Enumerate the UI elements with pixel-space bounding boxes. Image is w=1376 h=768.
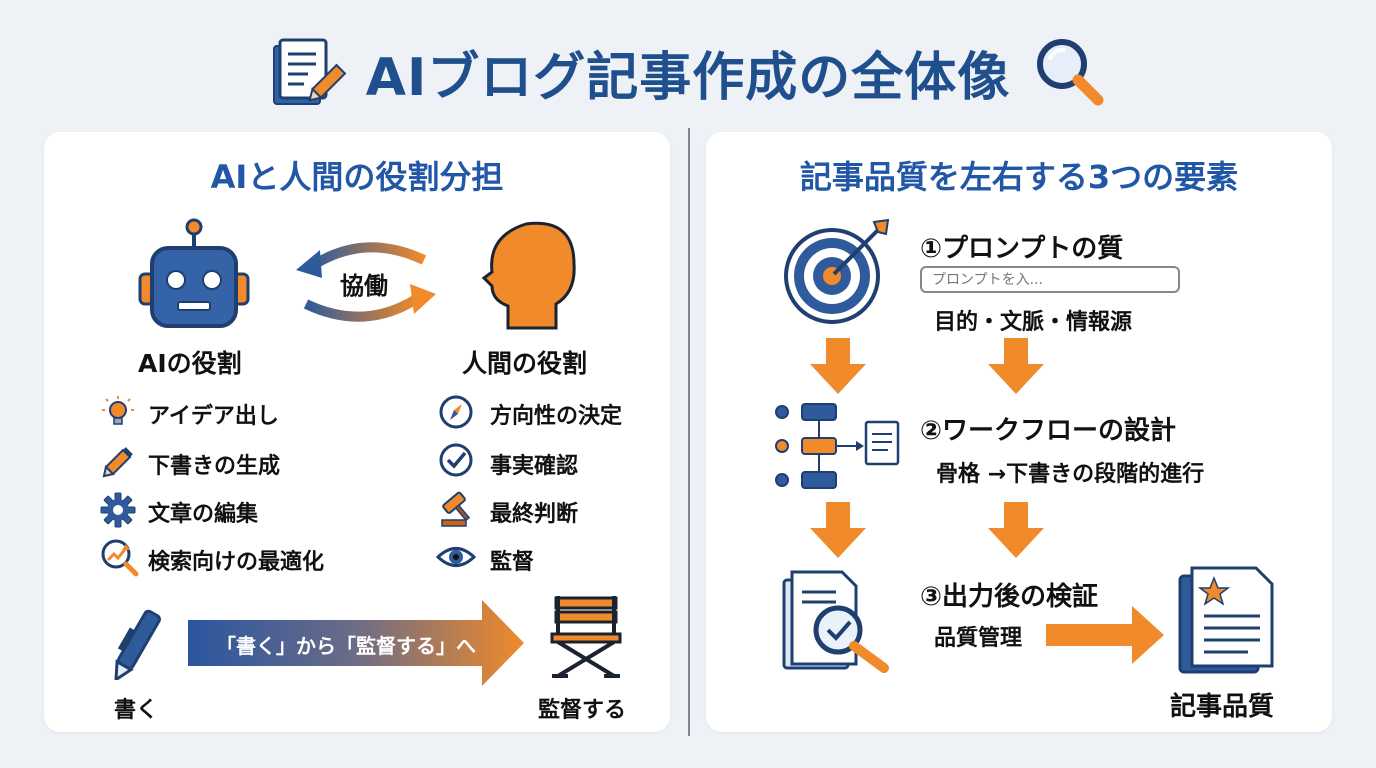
element-2-subtitle: 骨格 →下書きの段階的進行 [936, 462, 1205, 487]
pen-icon [114, 609, 161, 680]
element-1-title: ①プロンプトの質 [920, 234, 1124, 264]
element-2-title: ②ワークフローの設計 [920, 416, 1177, 446]
quality-document-icon [1178, 566, 1274, 674]
main-title: AIブログ記事作成の全体像 [0, 22, 1376, 122]
target-icon [784, 218, 890, 324]
compass-icon [439, 395, 473, 429]
element-1-subtitle: 目的・文脈・情報源 [934, 310, 1133, 335]
ai-role-title: AIの役割 [138, 349, 242, 378]
pencil-icon [102, 447, 133, 478]
down-arrow-icon [810, 338, 866, 394]
human-role-item: 方向性の決定 [490, 404, 623, 429]
eye-icon [436, 547, 476, 567]
down-arrow-icon [988, 502, 1044, 558]
panel-divider [688, 128, 690, 736]
page-title: AIブログ記事作成の全体像 [365, 47, 1011, 108]
right-panel-title: 記事品質を左右する3つの要素 [799, 158, 1239, 196]
document-inspection-icon [782, 570, 889, 673]
right-arrow-icon [1046, 606, 1164, 664]
gavel-icon [441, 491, 471, 527]
result-label: 記事品質 [1170, 692, 1275, 722]
human-role-item: 監督 [490, 550, 535, 575]
prompt-input[interactable] [920, 266, 1180, 293]
gear-icon [100, 492, 136, 528]
document-edit-icon [272, 38, 347, 105]
human-head-icon [481, 221, 576, 330]
shift-from-label: 書く [114, 698, 159, 723]
down-arrow-icon [988, 338, 1044, 394]
collaboration-arrows-icon [296, 242, 436, 322]
human-role-item: 最終判断 [490, 502, 579, 527]
down-arrow-icon [810, 502, 866, 558]
ai-role-item: アイデア出し [148, 404, 279, 429]
human-role-item: 事実確認 [490, 454, 579, 479]
human-role-title: 人間の役割 [462, 349, 588, 378]
robot-icon [138, 218, 250, 328]
magnifier-icon [1037, 39, 1104, 106]
lightbulb-icon [102, 396, 134, 425]
shift-to-label: 監督する [538, 698, 627, 723]
ai-role-item: 文章の編集 [148, 502, 259, 527]
element-3-title: ③出力後の検証 [920, 582, 1099, 612]
element-3-subtitle: 品質管理 [934, 626, 1023, 651]
workflow-diagram-icon [775, 403, 900, 489]
collaboration-label: 協働 [340, 272, 388, 300]
search-optimization-icon [101, 539, 139, 577]
check-circle-icon [439, 443, 473, 477]
shift-banner-text: 「書く」から「監督する」へ [216, 634, 476, 658]
shift-arrow-banner [188, 600, 524, 686]
left-panel-title: AIと人間の役割分担 [210, 158, 504, 196]
director-chair-icon [550, 596, 622, 678]
ai-role-item: 下書きの生成 [148, 454, 281, 479]
ai-role-item: 検索向けの最適化 [148, 550, 325, 575]
